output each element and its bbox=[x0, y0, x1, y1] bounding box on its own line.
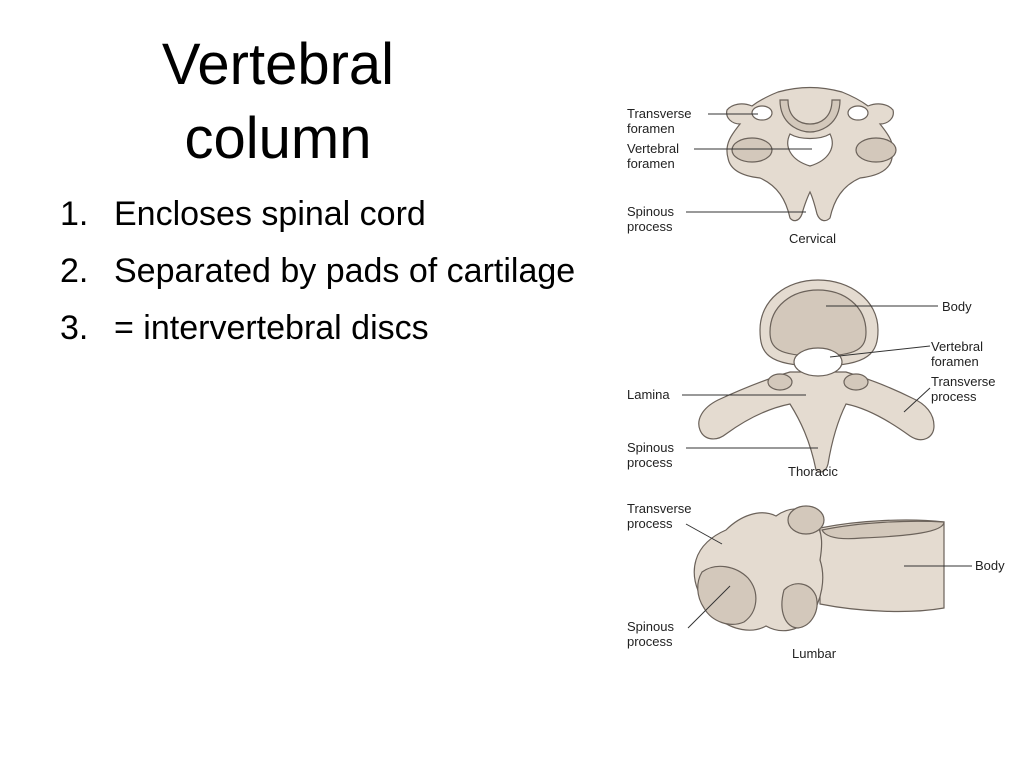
label-body: Body bbox=[942, 299, 972, 314]
cervical-facet-left bbox=[731, 137, 773, 163]
lumbar-facet bbox=[787, 505, 825, 535]
label-vertebral-foramen: Vertebral bbox=[627, 141, 679, 156]
caption-cervical: Cervical bbox=[789, 231, 836, 246]
cervical-transverse-foramen-right bbox=[847, 105, 869, 121]
label-transverse-process: process bbox=[931, 389, 977, 404]
label-transverse-process: process bbox=[627, 516, 673, 531]
bullet-number: 1. bbox=[60, 195, 89, 233]
cervical-facet-right bbox=[855, 137, 897, 163]
bullet-item: 1. Encloses spinal cord bbox=[60, 186, 620, 243]
bullet-number: 2. bbox=[60, 252, 89, 290]
cervical-body-arch bbox=[779, 99, 841, 133]
lumbar-vertebra: Transverse process Body Spinous process … bbox=[627, 501, 1005, 661]
vertebrae-svg: Transverse foramen Vertebral foramen Spi… bbox=[627, 86, 1005, 661]
thoracic-processes bbox=[698, 371, 935, 473]
vertebrae-illustration: Transverse foramen Vertebral foramen Spi… bbox=[612, 80, 1024, 670]
label-spinous-process: process bbox=[627, 219, 673, 234]
label-spinous-process: Spinous bbox=[627, 440, 674, 455]
label-vertebral-foramen: foramen bbox=[931, 354, 979, 369]
thoracic-vertebra: Body Vertebral foramen Transverse proces… bbox=[627, 279, 996, 479]
bullet-list: 1. Encloses spinal cord 2. Separated by … bbox=[60, 186, 620, 357]
bullet-text: Encloses spinal cord bbox=[114, 195, 426, 233]
thoracic-facet-right bbox=[843, 373, 869, 391]
cervical-vertebral-foramen bbox=[787, 133, 833, 167]
bullet-text: Separated by pads of cartilage bbox=[114, 252, 576, 290]
label-spinous-process: Spinous bbox=[627, 619, 674, 634]
label-vertebral-foramen: Vertebral bbox=[931, 339, 983, 354]
bullet-item: 3. = intervertebral discs bbox=[60, 300, 620, 357]
lumbar-spinous-process bbox=[697, 565, 757, 625]
label-transverse-foramen: foramen bbox=[627, 121, 675, 136]
label-transverse-foramen: Transverse bbox=[627, 106, 692, 121]
cervical-transverse-foramen-left bbox=[751, 105, 773, 121]
thoracic-vertebral-foramen bbox=[793, 347, 843, 377]
label-body: Body bbox=[975, 558, 1005, 573]
label-vertebral-foramen: foramen bbox=[627, 156, 675, 171]
cervical-vertebra: Transverse foramen Vertebral foramen Spi… bbox=[627, 86, 897, 246]
caption-lumbar: Lumbar bbox=[792, 646, 837, 661]
bullet-item: 2. Separated by pads of cartilage bbox=[60, 243, 620, 300]
label-spinous-process: process bbox=[627, 455, 673, 470]
label-transverse-process: Transverse bbox=[931, 374, 996, 389]
label-transverse-process: Transverse bbox=[627, 501, 692, 516]
bullet-text: = intervertebral discs bbox=[114, 309, 429, 347]
lumbar-body-top bbox=[821, 520, 945, 540]
label-spinous-process: process bbox=[627, 634, 673, 649]
label-lamina: Lamina bbox=[627, 387, 670, 402]
lumbar-pedicle bbox=[781, 583, 818, 629]
lumbar-body bbox=[819, 519, 945, 613]
slide-title: Vertebral column bbox=[100, 28, 456, 176]
bullet-number: 3. bbox=[60, 309, 89, 347]
thoracic-facet-left bbox=[767, 373, 793, 391]
slide-title-line-2: column bbox=[184, 106, 372, 171]
caption-thoracic: Thoracic bbox=[788, 464, 838, 479]
slide-title-line-1: Vertebral bbox=[161, 32, 395, 97]
label-spinous-process: Spinous bbox=[627, 204, 674, 219]
